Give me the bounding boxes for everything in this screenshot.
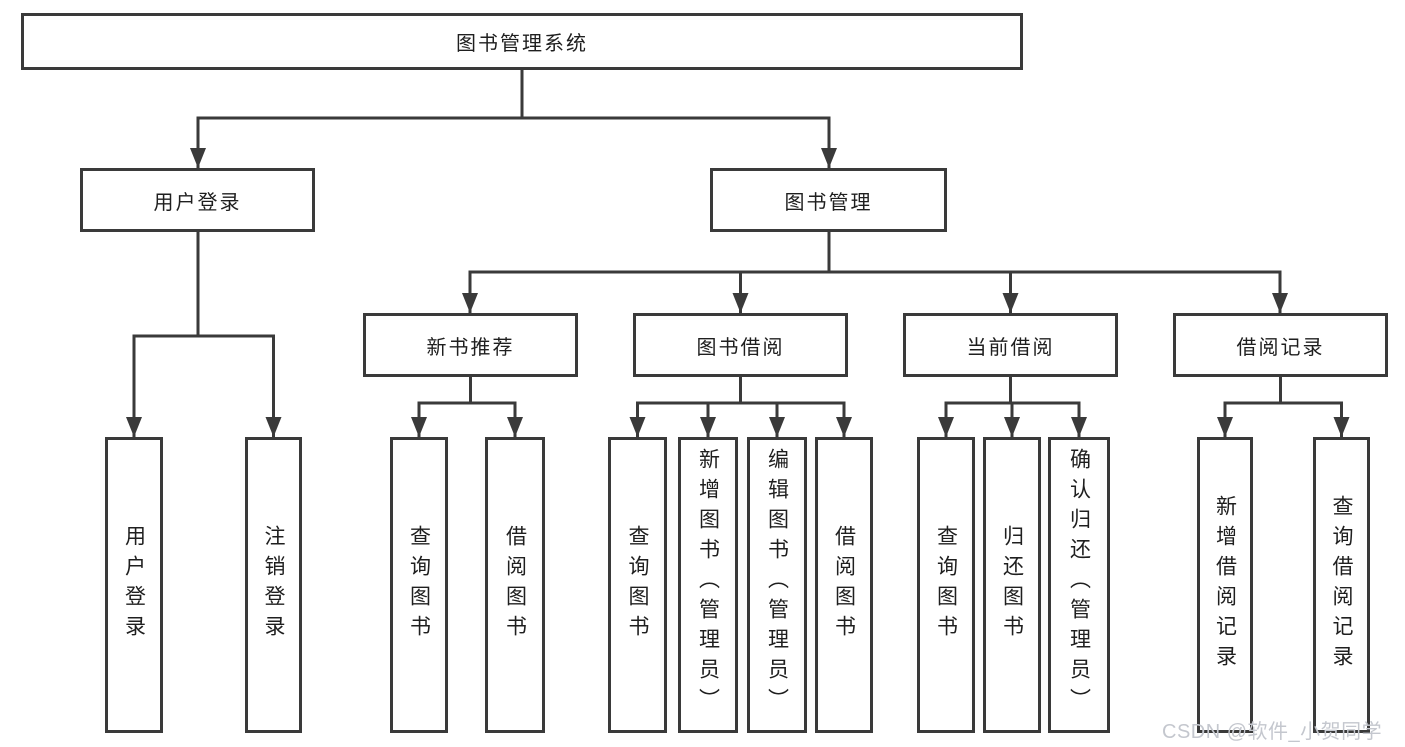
arrow-down-icon: [769, 417, 785, 437]
arrow-down-icon: [1004, 417, 1020, 437]
leaf-records-query: 查询借阅记录: [1313, 437, 1370, 733]
watermark: CSDN @软件_小贺同学: [1162, 721, 1383, 743]
leaf-newbook-query-label: 查询图书: [407, 525, 431, 645]
node-new-book-recommend-label: 新书推荐: [426, 336, 515, 359]
arrow-down-icon: [836, 417, 852, 437]
node-user-login: 用户登录: [80, 168, 315, 232]
node-book-borrow-label: 图书借阅: [696, 336, 785, 359]
leaf-records-add: 新增借阅记录: [1197, 437, 1253, 733]
leaf-current-return: 归还图书: [983, 437, 1041, 733]
arrow-down-icon: [1272, 293, 1288, 313]
node-new-book-recommend: 新书推荐: [363, 313, 578, 377]
leaf-records-query-label: 查询借阅记录: [1330, 495, 1353, 675]
node-book-borrow: 图书借阅: [633, 313, 848, 377]
arrow-down-icon: [462, 293, 478, 313]
arrow-down-icon: [629, 417, 646, 437]
arrow-down-icon: [265, 417, 282, 437]
leaf-borrow-add: 新增图书（管理员）: [678, 437, 738, 733]
arrow-down-icon: [126, 417, 142, 437]
leaf-newbook-borrow: 借阅图书: [485, 437, 545, 733]
node-user-login-label: 用户登录: [153, 191, 242, 214]
arrow-down-icon: [190, 148, 206, 168]
node-borrow-records-label: 借阅记录: [1236, 336, 1325, 359]
node-root-label: 图书管理系统: [456, 33, 588, 55]
leaf-current-confirm-return: 确认归还（管理员）: [1048, 437, 1110, 733]
leaf-logout: 注销登录: [245, 437, 302, 733]
node-book-management: 图书管理: [710, 168, 947, 232]
leaf-current-query-label: 查询图书: [934, 525, 958, 645]
leaf-borrow-query-label: 查询图书: [626, 525, 649, 645]
leaf-user-login-label: 用户登录: [122, 525, 146, 645]
arrow-down-icon: [507, 417, 523, 437]
leaf-current-return-label: 归还图书: [1000, 525, 1024, 645]
arrow-down-icon: [1002, 293, 1019, 313]
leaf-borrow-query: 查询图书: [608, 437, 667, 733]
arrow-down-icon: [1071, 417, 1087, 437]
leaf-newbook-borrow-label: 借阅图书: [503, 525, 527, 645]
arrow-down-icon: [938, 417, 954, 437]
leaf-borrow-edit: 编辑图书（管理员）: [747, 437, 807, 733]
node-current-borrow: 当前借阅: [903, 313, 1118, 377]
arrow-down-icon: [1217, 417, 1233, 437]
leaf-current-query: 查询图书: [917, 437, 975, 733]
leaf-newbook-query: 查询图书: [390, 437, 448, 733]
leaf-borrow-borrow-label: 借阅图书: [832, 525, 856, 645]
node-borrow-records: 借阅记录: [1173, 313, 1388, 377]
leaf-records-add-label: 新增借阅记录: [1213, 495, 1237, 675]
leaf-user-login: 用户登录: [105, 437, 163, 733]
arrow-down-icon: [700, 417, 716, 437]
leaf-borrow-add-label: 新增图书（管理员）: [696, 448, 720, 718]
arrow-down-icon: [821, 148, 837, 168]
leaf-borrow-edit-label: 编辑图书（管理员）: [765, 448, 789, 718]
arrow-down-icon: [732, 293, 749, 313]
leaf-current-confirm-return-label: 确认归还（管理员）: [1067, 448, 1091, 718]
arrow-down-icon: [1333, 417, 1350, 437]
leaf-borrow-borrow: 借阅图书: [815, 437, 873, 733]
node-current-borrow-label: 当前借阅: [966, 336, 1055, 359]
node-root: 图书管理系统: [21, 13, 1023, 70]
node-book-management-label: 图书管理: [784, 191, 873, 214]
arrow-down-icon: [411, 417, 427, 437]
leaf-logout-label: 注销登录: [262, 525, 285, 645]
